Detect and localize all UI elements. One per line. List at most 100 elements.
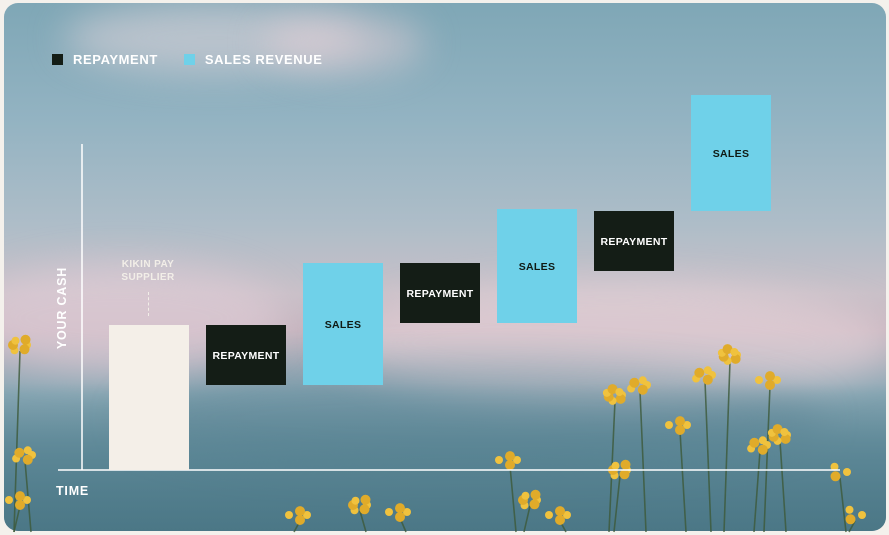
flower-stem — [509, 465, 517, 533]
sales-bar-7 — [691, 95, 771, 211]
flower-head — [683, 421, 691, 429]
sales-bar-5 — [497, 209, 577, 323]
flower-head — [619, 469, 630, 480]
repayment-bar-label-2: REPAYMENT — [213, 350, 280, 362]
flower-head — [702, 374, 713, 385]
flower-head — [529, 499, 540, 510]
flower-head — [830, 462, 839, 471]
supplier-annotation-dashed-line — [148, 292, 149, 316]
chart-legend: REPAYMENT SALES REVENUE — [52, 52, 348, 67]
flower-head — [772, 424, 783, 435]
sales-bar-label-3: SALES — [325, 319, 362, 331]
flower-head — [385, 508, 393, 516]
repayment-bar-label-4: REPAYMENT — [407, 288, 474, 300]
flower-head — [722, 344, 733, 355]
flower-head — [395, 511, 405, 522]
sales-bar-label-7: SALES — [713, 148, 750, 160]
flower-head — [765, 371, 775, 382]
flower-head — [285, 511, 293, 519]
flower-stem — [13, 350, 21, 533]
flower-head — [15, 491, 25, 502]
repayment-bar-6 — [594, 211, 674, 271]
flower-head — [351, 496, 360, 505]
flower-head — [607, 384, 618, 395]
chart-frame — [4, 3, 886, 531]
flower-head — [773, 376, 781, 384]
flower-head — [22, 454, 33, 465]
flower-head — [403, 508, 411, 516]
flower-head — [611, 461, 620, 470]
flower-head — [19, 344, 30, 355]
flower-decoration — [5, 334, 866, 533]
flower-head — [395, 503, 405, 514]
flower-head — [563, 511, 571, 519]
repayment-bar-label-6: REPAYMENT — [601, 236, 668, 248]
sales-bar-3 — [303, 263, 383, 385]
flower-head — [629, 377, 640, 388]
flower-stem — [704, 380, 712, 533]
flower-head — [675, 424, 685, 435]
flower-stem — [13, 505, 21, 533]
background-cloud — [264, 13, 424, 73]
flower-head — [555, 506, 565, 517]
flower-head — [858, 511, 866, 519]
flower-stem — [523, 505, 531, 533]
flower-head — [495, 456, 503, 464]
flower-head — [11, 336, 20, 345]
flower-head — [665, 421, 673, 429]
repayment-bar-2 — [206, 325, 286, 385]
flower-head — [843, 468, 851, 476]
flower-head — [780, 427, 789, 436]
flower-head — [295, 506, 305, 517]
legend-label-repayment: REPAYMENT — [73, 52, 158, 67]
flower-head — [360, 494, 371, 505]
flower-head — [20, 334, 31, 345]
flower-head — [749, 437, 760, 448]
flower-head — [295, 514, 305, 525]
flower-head — [694, 367, 705, 378]
legend-item-sales-revenue: SALES REVENUE — [183, 52, 323, 67]
flower-head — [780, 433, 791, 444]
legend-swatch-repayment — [52, 54, 63, 65]
legend-item-repayment: REPAYMENT — [52, 52, 158, 67]
flower-head — [14, 447, 25, 458]
y-axis-label: YOUR CASH — [55, 266, 69, 350]
flower-head — [15, 499, 25, 510]
flower-head — [23, 496, 31, 504]
x-axis-label: TIME — [56, 484, 90, 498]
flower-head — [359, 504, 370, 515]
flower-head — [521, 491, 530, 500]
flower-stem — [763, 385, 771, 533]
flower-stem — [639, 390, 647, 533]
flower-head — [620, 459, 631, 470]
flower-head — [637, 384, 648, 395]
flower-head — [845, 514, 856, 525]
flower-head — [303, 511, 311, 519]
supplier-annotation-line2: SUPPLIER — [121, 272, 175, 283]
flower-head — [530, 489, 541, 500]
flower-head — [505, 451, 515, 462]
flower-head — [505, 459, 515, 470]
flower-stem — [613, 475, 621, 533]
flower-head — [638, 376, 647, 385]
flower-head — [555, 514, 565, 525]
flower-head — [730, 353, 741, 364]
flower-head — [615, 387, 624, 396]
flower-head — [513, 456, 521, 464]
flower-head — [730, 347, 739, 356]
flower-head — [703, 366, 712, 375]
flower-stem — [723, 360, 731, 533]
flower-head — [755, 376, 763, 384]
flower-stem — [753, 450, 761, 533]
supplier-annotation-line1: KIKIN PAY — [121, 259, 175, 270]
flower-stem — [679, 430, 687, 533]
legend-swatch-sales-revenue — [183, 54, 195, 65]
legend-label-sales-revenue: SALES REVENUE — [204, 52, 323, 67]
flower-stem — [839, 477, 847, 533]
supplier-annotation: KIKIN PAY SUPPLIER — [108, 258, 188, 284]
supplier-bar-1 — [109, 325, 189, 470]
flower-head — [758, 436, 767, 445]
flower-head — [757, 444, 768, 455]
flower-head — [765, 379, 775, 390]
